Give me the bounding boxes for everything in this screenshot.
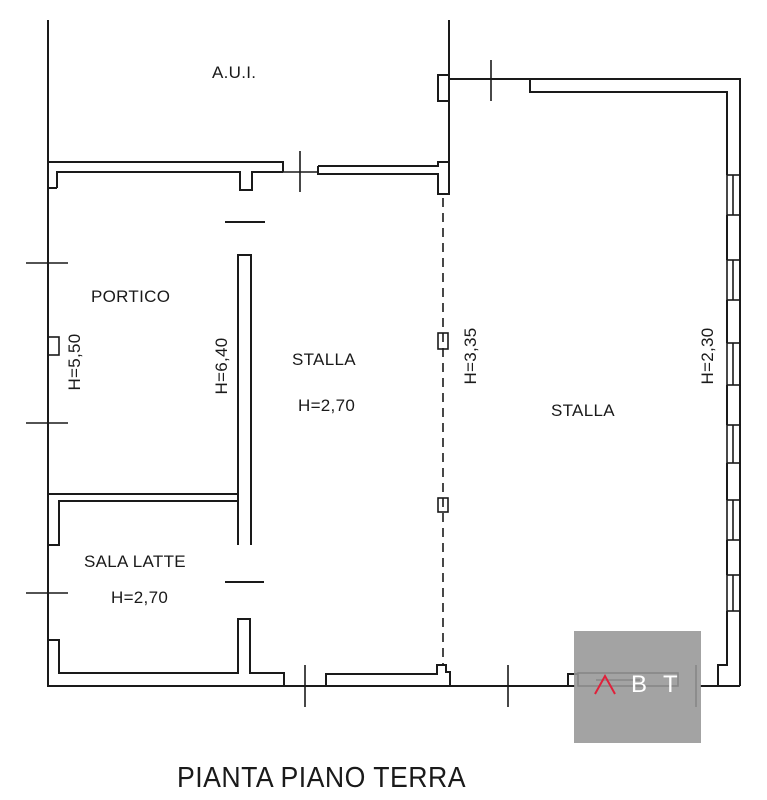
- logo-a-chevron-icon: [594, 673, 616, 695]
- stalla-divider: [437, 198, 449, 664]
- right-wall-windows: [717, 174, 741, 687]
- logo-letter-t: T: [663, 671, 678, 698]
- room-label-sala-latte: SALA LATTE: [84, 552, 186, 571]
- aui-boundary: [47, 20, 450, 162]
- portico-inner-wall: [225, 221, 265, 545]
- height-label-stalla-2: H=2,30: [698, 327, 717, 385]
- right-outer-wall: [448, 60, 741, 687]
- room-label-stalla-2: STALLA: [551, 401, 615, 420]
- height-label-portico: H=5,50: [65, 333, 84, 391]
- abt-watermark-logo: [574, 631, 701, 743]
- height-label-stalla-divider: H=3,35: [461, 327, 480, 385]
- height-label-portico-inner: H=6,40: [212, 337, 231, 395]
- sala-latte-walls: [48, 493, 285, 686]
- left-wall-ticks: [26, 262, 68, 594]
- drawing-title: PIANTA PIANO TERRA: [177, 762, 466, 794]
- room-label-aui: A.U.I.: [212, 63, 257, 82]
- logo-letter-b: B: [631, 671, 648, 698]
- top-pillar: [437, 74, 450, 102]
- room-label-stalla-1: STALLA: [292, 350, 356, 369]
- left-outer-wall: [47, 151, 450, 687]
- height-label-sala-latte: H=2,70: [111, 588, 169, 607]
- room-label-portico: PORTICO: [91, 287, 171, 306]
- height-label-stalla-1: H=2,70: [298, 396, 356, 415]
